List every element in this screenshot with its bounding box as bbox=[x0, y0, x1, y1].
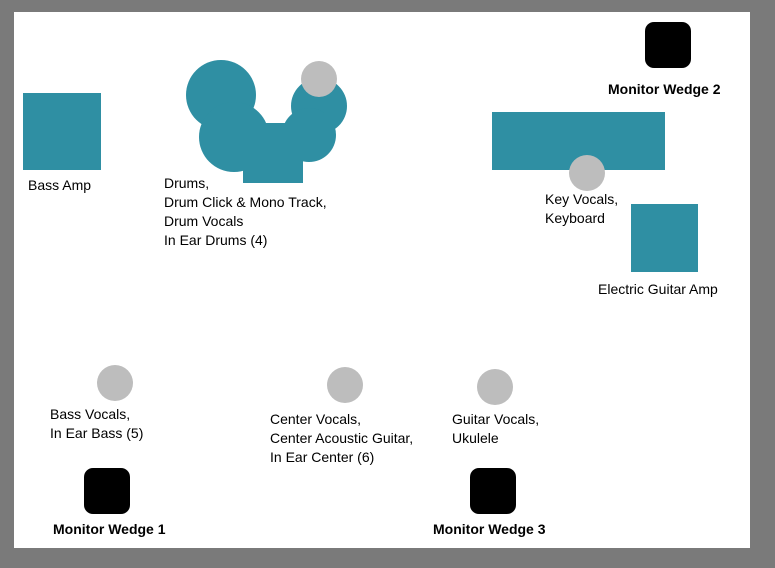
bass-vocal-mic bbox=[97, 365, 133, 401]
monitor-wedge-3 bbox=[470, 468, 516, 514]
drum-vocal-mic bbox=[301, 61, 337, 97]
center-vocals-label-line-2: Center Acoustic Guitar, bbox=[270, 430, 414, 446]
bass-amp bbox=[23, 93, 101, 170]
bass-vocals-label: Bass Vocals, In Ear Bass (5) bbox=[50, 405, 143, 443]
center-vocals-label: Center Vocals, Center Acoustic Guitar, I… bbox=[270, 410, 413, 467]
electric-guitar-amp-label: Electric Guitar Amp bbox=[598, 281, 718, 297]
monitor-wedge-3-label: Monitor Wedge 3 bbox=[433, 521, 546, 537]
drums-label-line-1: Drums, bbox=[164, 175, 210, 191]
guitar-vocals-label-line-1: Guitar Vocals, bbox=[452, 411, 540, 427]
guitar-vocal-mic bbox=[477, 369, 513, 405]
center-vocals-label-line-3: In Ear Center (6) bbox=[270, 449, 375, 465]
drum-kick bbox=[243, 123, 303, 183]
monitor-wedge-1-label: Monitor Wedge 1 bbox=[53, 521, 166, 537]
guitar-vocals-label-line-2: Ukulele bbox=[452, 430, 499, 446]
guitar-vocals-label: Guitar Vocals, Ukulele bbox=[452, 410, 539, 448]
monitor-wedge-2-label: Monitor Wedge 2 bbox=[608, 81, 721, 97]
drums-label-line-4: In Ear Drums (4) bbox=[164, 232, 268, 248]
bass-vocals-label-line-2: In Ear Bass (5) bbox=[50, 425, 144, 441]
drums-label-line-3: Drum Vocals bbox=[164, 213, 244, 229]
monitor-wedge-2 bbox=[645, 22, 691, 68]
key-vocal-mic bbox=[569, 155, 605, 191]
center-vocals-label-line-1: Center Vocals, bbox=[270, 411, 362, 427]
stage-area: Bass Amp Drums, Drum Click & Mono Track,… bbox=[14, 12, 750, 548]
key-vocals-label-line-1: Key Vocals, bbox=[545, 191, 619, 207]
drums-label: Drums, Drum Click & Mono Track, Drum Voc… bbox=[164, 174, 327, 250]
bass-amp-label: Bass Amp bbox=[28, 177, 92, 193]
drums-label-line-2: Drum Click & Mono Track, bbox=[164, 194, 327, 210]
key-vocals-label: Key Vocals, Keyboard bbox=[545, 190, 618, 228]
electric-guitar-amp bbox=[631, 204, 698, 272]
key-vocals-label-line-2: Keyboard bbox=[545, 210, 605, 226]
monitor-wedge-1 bbox=[84, 468, 130, 514]
center-vocal-mic bbox=[327, 367, 363, 403]
bass-vocals-label-line-1: Bass Vocals, bbox=[50, 406, 131, 422]
